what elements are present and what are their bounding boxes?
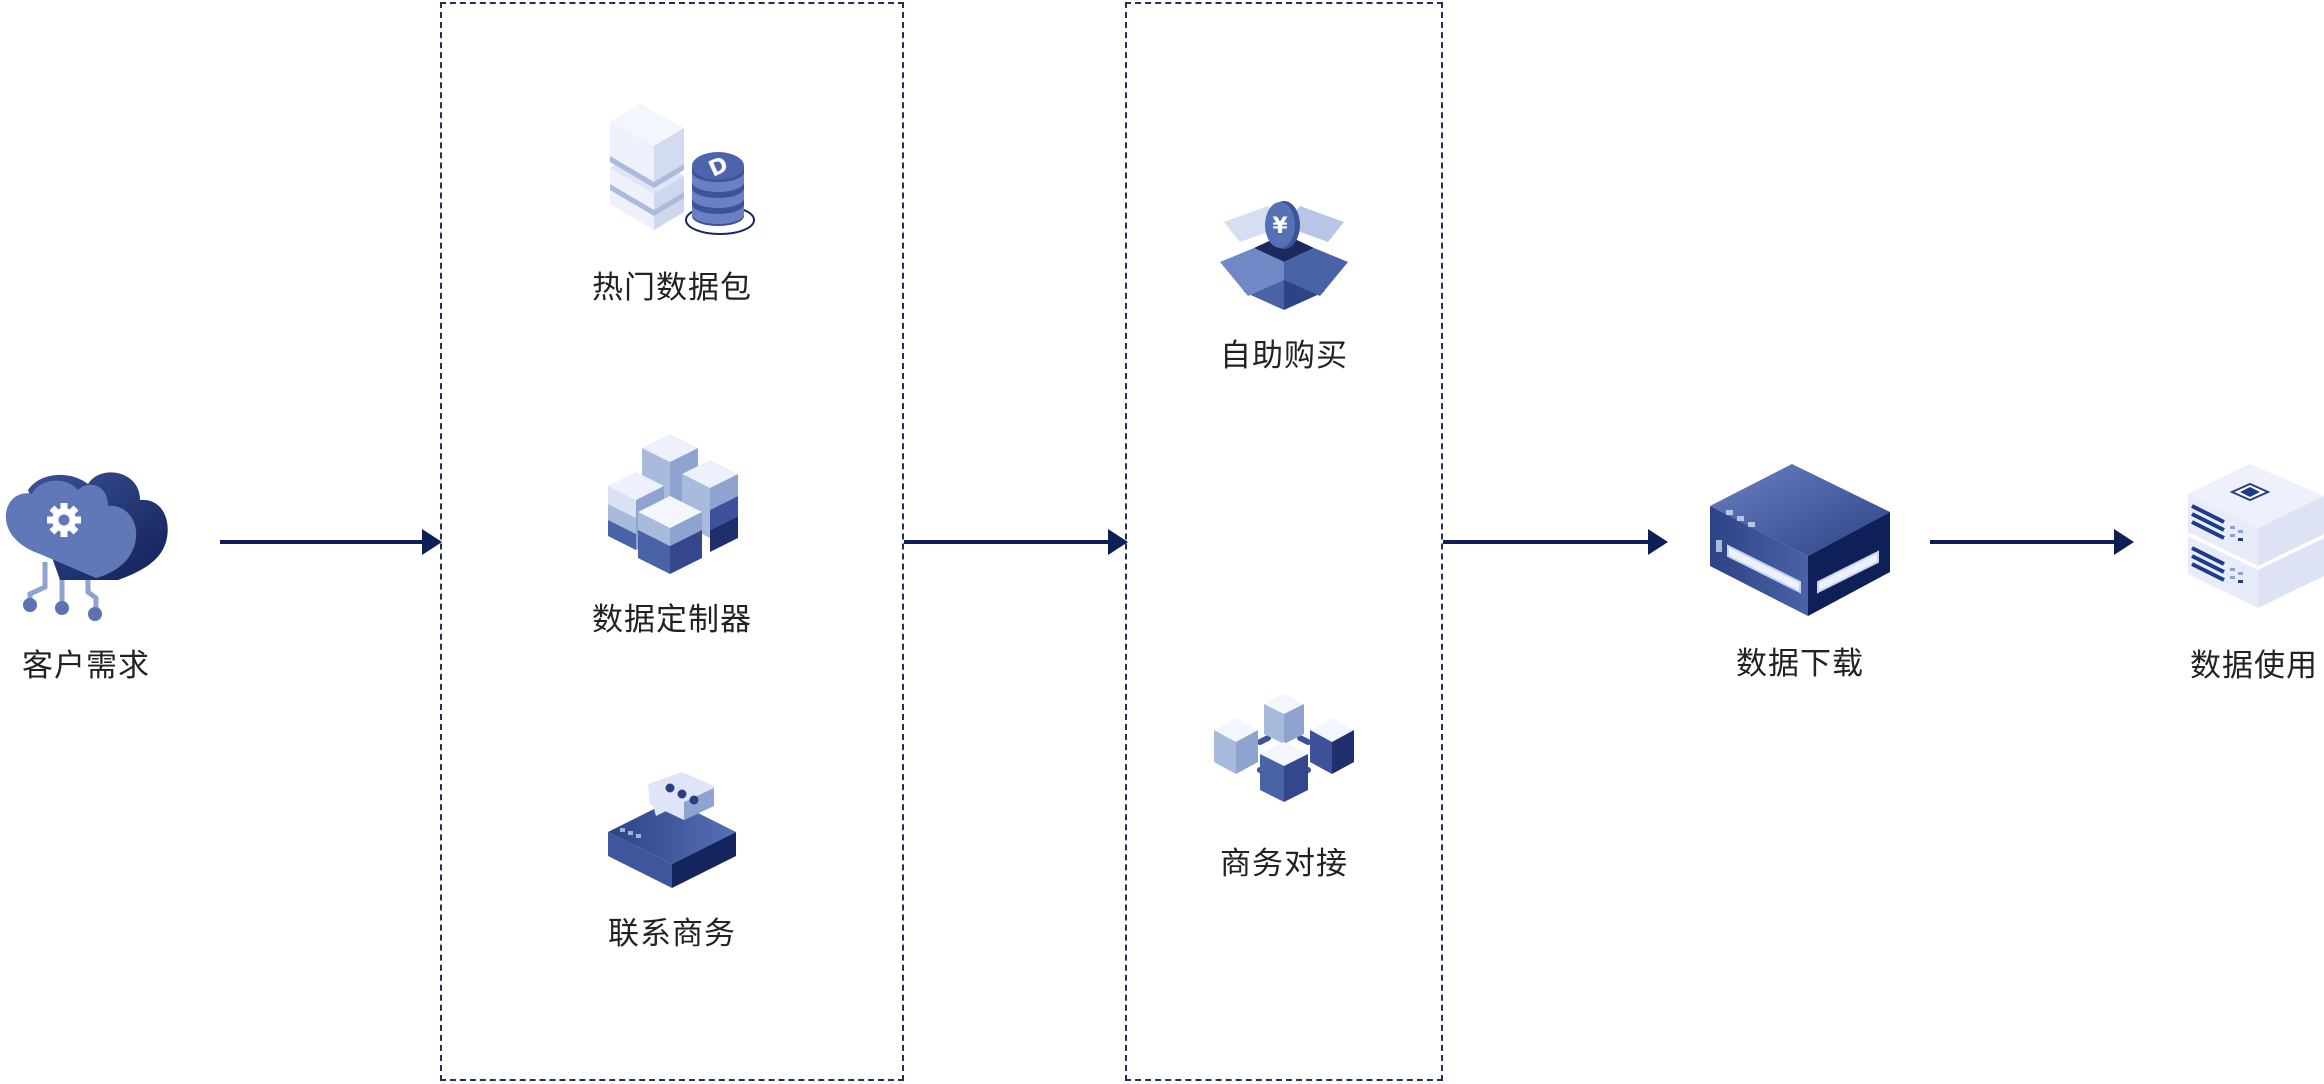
arrow-demand-to-options <box>220 529 442 555</box>
arrow-channels-to-download <box>1443 529 1668 555</box>
node-data-download: 数据下载 <box>1700 460 1900 683</box>
node-business-docking: 商务对接 <box>1184 690 1384 883</box>
node-data-usage: 数据使用 <box>2184 462 2324 685</box>
node-data-customizer: 数据定制器 <box>572 434 772 639</box>
svg-text:¥: ¥ <box>1272 214 1288 239</box>
arrow-download-to-usage <box>1930 529 2134 555</box>
node-label: 商务对接 <box>1220 846 1348 882</box>
node-contact-business: 联系商务 <box>572 772 772 953</box>
node-label: 数据定制器 <box>592 602 752 638</box>
storage-device-icon <box>1710 464 1890 616</box>
database-coin-icon: D <box>610 104 755 235</box>
node-hot-data-package: D 热门数据包 <box>572 104 772 307</box>
node-self-purchase: ¥ 自助购买 <box>1184 200 1384 375</box>
node-label: 数据下载 <box>1736 646 1864 682</box>
node-label: 数据使用 <box>2190 648 2318 684</box>
arrow-options-to-channels <box>904 529 1128 555</box>
node-label: 联系商务 <box>608 916 736 952</box>
node-label: 自助购买 <box>1220 338 1348 374</box>
node-customer-demand: 客户需求 <box>0 462 172 685</box>
cloud-gear-icon <box>5 472 168 621</box>
node-label: 热门数据包 <box>592 270 752 306</box>
cube-cluster-icon <box>608 434 738 574</box>
open-box-coin-icon: ¥ <box>1220 201 1348 310</box>
linked-cubes-icon <box>1214 694 1354 802</box>
server-stack-icon <box>2188 464 2324 608</box>
chat-box-icon <box>608 772 736 888</box>
node-label: 客户需求 <box>22 648 150 684</box>
channels-group-box <box>1125 2 1443 1081</box>
